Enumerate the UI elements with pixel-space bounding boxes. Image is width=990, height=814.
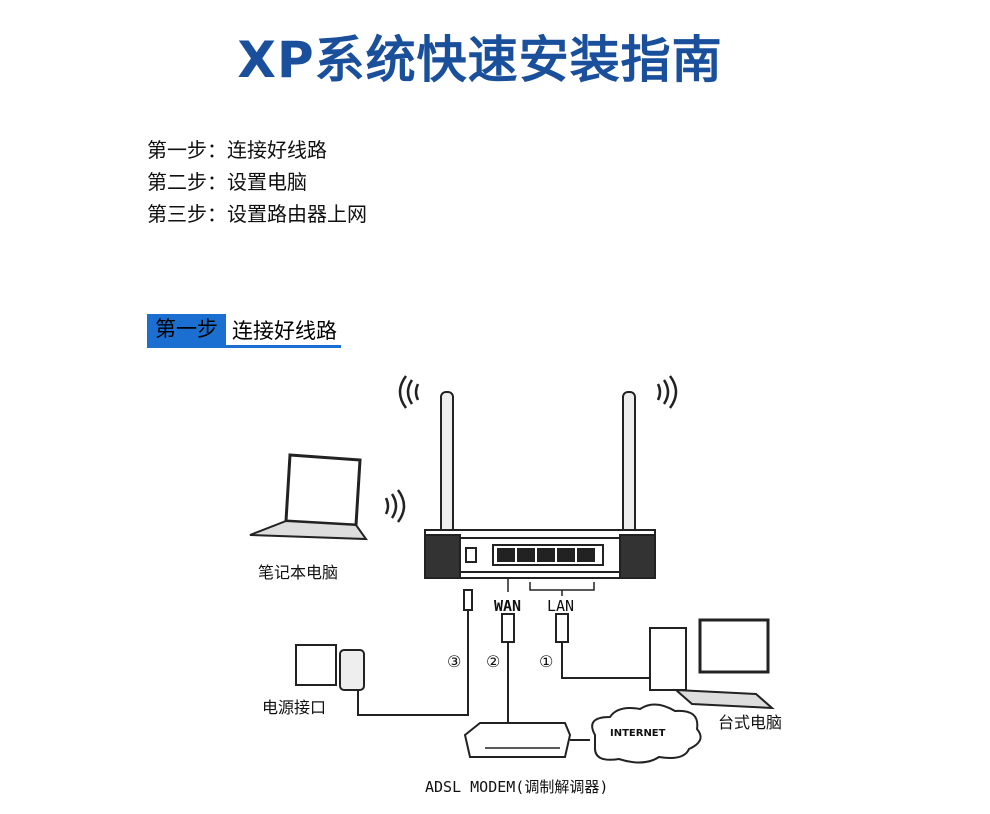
step-number-3: ③	[447, 652, 462, 671]
router-icon	[424, 529, 656, 579]
power-label: 电源接口	[262, 698, 327, 717]
wan-label: WAN	[494, 597, 522, 615]
step-item: 第一步：连接好线路	[147, 138, 327, 162]
power-jack-icon	[463, 589, 473, 611]
power-outlet-icon	[295, 644, 365, 691]
wifi-waves-icon	[384, 375, 678, 523]
step-item: 第三步：设置路由器上网	[147, 202, 367, 226]
step-item: 第二步：设置电脑	[147, 170, 307, 194]
lan-label: LAN	[547, 597, 575, 615]
internet-cloud-icon	[591, 703, 702, 764]
step-list: 第一步：连接好线路 第二步：设置电脑 第三步：设置路由器上网	[147, 134, 367, 230]
laptop-label: 笔记本电脑	[258, 563, 339, 582]
desktop-computer-icon	[649, 618, 775, 710]
wan-plug-icon	[501, 613, 515, 643]
lan-plug-icon	[555, 613, 569, 643]
modem-label: ADSL MODEM(调制解调器)	[425, 778, 609, 796]
section-header: 第一步 连接好线路	[147, 314, 341, 348]
internet-label: INTERNET	[610, 728, 666, 739]
section-badge: 第一步	[147, 314, 226, 345]
modem-icon	[463, 722, 572, 758]
laptop-icon	[249, 453, 368, 541]
step-number-2: ②	[486, 652, 501, 671]
router-antenna-icon	[440, 391, 636, 543]
desktop-label: 台式电脑	[718, 713, 783, 732]
page-title: XP系统快速安装指南	[237, 31, 723, 89]
section-title: 连接好线路	[232, 318, 337, 343]
step-number-1: ①	[539, 652, 554, 671]
